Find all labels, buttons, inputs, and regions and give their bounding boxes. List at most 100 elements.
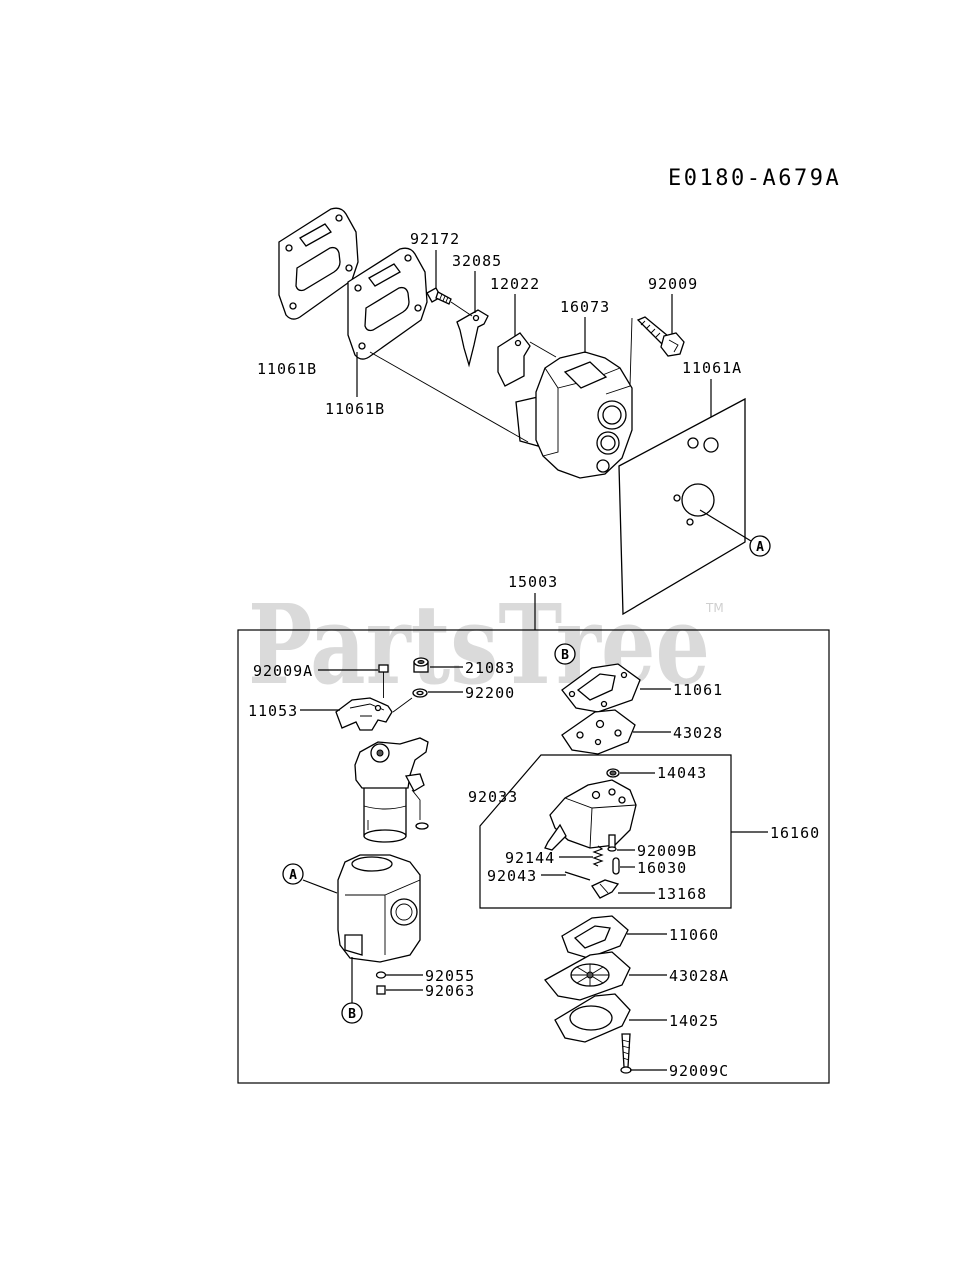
- part-throttle-body: [354, 737, 429, 843]
- spring-coil: [592, 845, 604, 867]
- sheet-outline: [618, 397, 746, 616]
- screw-shank: [621, 1033, 631, 1068]
- diaphragm-hub: [586, 971, 594, 979]
- sheet-hole-large: [681, 483, 715, 517]
- screw-head: [378, 664, 389, 673]
- throttle-cylinder-bottom: [363, 829, 407, 843]
- lever-hole: [374, 704, 382, 712]
- part-14025-cover: [554, 993, 631, 1043]
- carb-top-opening: [351, 856, 393, 872]
- part-92172-bolt: [426, 287, 452, 305]
- part-16073-housing: [515, 351, 633, 479]
- callout-letter: A: [756, 540, 764, 555]
- gasket-hole: [620, 671, 628, 679]
- sheet-hole: [687, 437, 699, 449]
- part-92009B-screw: [607, 834, 617, 852]
- sheet-hole: [686, 518, 694, 526]
- assembly-line: [529, 341, 557, 358]
- callout-letter: B: [561, 648, 569, 663]
- label-11061A: 11061A: [682, 359, 742, 377]
- label-92033: 92033: [468, 788, 518, 806]
- part-92144-spring: [592, 845, 604, 867]
- pump-port: [608, 788, 616, 796]
- throttle-ring: [415, 822, 429, 830]
- part-14043: [606, 768, 620, 778]
- washer-inner: [416, 690, 424, 696]
- sheet-hole: [703, 437, 719, 453]
- label-92063: 92063: [425, 982, 475, 1000]
- housing-rib: [563, 361, 608, 389]
- carb-edge: [345, 879, 421, 955]
- label-13168: 13168: [657, 885, 707, 903]
- assembly-line: [450, 301, 473, 317]
- throttle-cylinder: [363, 785, 407, 837]
- gasket-hole: [335, 214, 343, 222]
- gasket-opening: [576, 673, 616, 701]
- gasket-hole: [404, 254, 412, 262]
- part-32085-bracket: [456, 309, 489, 368]
- label-32085: 32085: [452, 252, 502, 270]
- label-43028A: 43028A: [669, 967, 729, 985]
- callout-circle: [282, 863, 304, 885]
- label-15003: 15003: [508, 573, 558, 591]
- plate-outline: [497, 332, 531, 387]
- watermark-tm: TM: [705, 601, 724, 615]
- gasket-hole: [414, 304, 422, 312]
- cover-recess: [569, 1005, 613, 1031]
- gasket-opening: [364, 286, 410, 332]
- part-92009-bolt: [636, 316, 685, 357]
- bolt-head-face: [668, 339, 679, 353]
- callout-a-lower: A: [282, 863, 304, 885]
- part-13168-lever: [591, 879, 620, 899]
- part-11061B-gasket-b: [347, 247, 428, 360]
- label-14043: 14043: [657, 764, 707, 782]
- carb-bore: [390, 898, 418, 926]
- housing-port-inner: [600, 435, 616, 451]
- callout-circle: [341, 1002, 363, 1024]
- part-92063: [376, 985, 386, 995]
- gasket-hole: [568, 690, 576, 698]
- gasket-hole: [600, 700, 608, 708]
- part-92200-washer: [412, 688, 428, 698]
- label-12022: 12022: [490, 275, 540, 293]
- gasket-opening: [573, 925, 611, 949]
- label-92009B: 92009B: [637, 842, 697, 860]
- part-92009A-screw: [378, 664, 389, 698]
- part-92009C-screw: [620, 1033, 632, 1074]
- housing-port: [596, 459, 610, 473]
- upper-leader-lines: [356, 250, 752, 542]
- gasket-hole: [576, 731, 584, 739]
- assembly-line: [369, 351, 529, 443]
- leader-callout-a-lower: [302, 879, 338, 894]
- pump-body-outline: [549, 779, 637, 849]
- diagram-code: E0180-A679A: [668, 166, 841, 191]
- callout-a-upper: A: [749, 535, 771, 557]
- label-92200: 92200: [465, 684, 515, 702]
- label-11061: 11061: [673, 681, 723, 699]
- label-92144: 92144: [505, 849, 555, 867]
- gasket-opening-upper: [299, 223, 332, 247]
- callout-circle: [749, 535, 771, 557]
- bolt-head: [660, 332, 685, 357]
- part-11061-gasket: [561, 663, 641, 713]
- leader-callout-a-upper: [699, 509, 752, 542]
- plate-hole: [514, 339, 522, 347]
- bracket-outline: [456, 309, 489, 368]
- label-92172: 92172: [410, 230, 460, 248]
- label-16073: 16073: [560, 298, 610, 316]
- part-16030-needle: [612, 857, 620, 875]
- label-92043: 92043: [487, 867, 537, 885]
- pump-body-edge: [564, 797, 637, 849]
- pump-port: [591, 790, 601, 800]
- screw-head: [620, 1066, 632, 1074]
- part-11053-lever: [335, 697, 413, 731]
- gasket-hole: [354, 284, 362, 292]
- assembly-line: [392, 697, 413, 713]
- label-11061B-a: 11061B: [257, 360, 317, 378]
- pump-subassembly-frame: [479, 754, 732, 909]
- bolt-thread: [640, 320, 661, 338]
- gasket-outline: [561, 709, 636, 755]
- assembly-frame: [237, 629, 830, 1084]
- bolt-thread: [439, 293, 449, 303]
